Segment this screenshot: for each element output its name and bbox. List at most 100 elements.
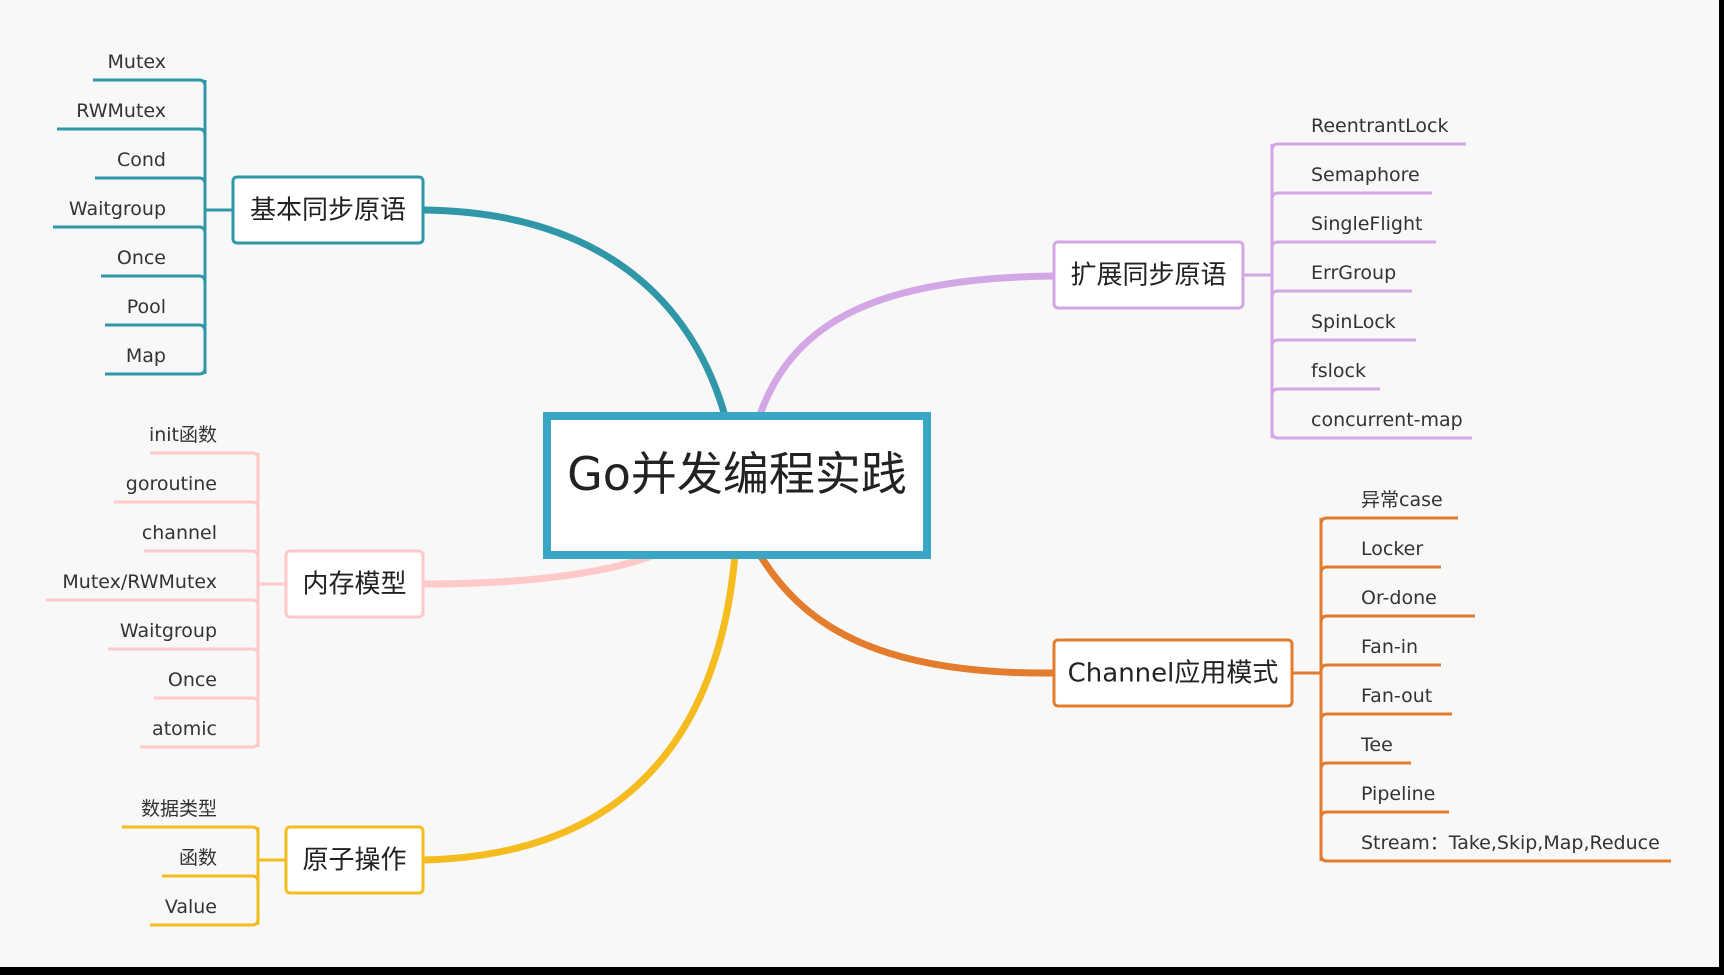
leaf-channel-0[interactable]: 异常case <box>1319 489 1458 525</box>
leaf-underline <box>57 127 207 136</box>
leaf-label: Once <box>117 247 166 269</box>
leaf-memory-3[interactable]: Mutex/RWMutex <box>46 571 260 607</box>
branch-connector-atomic <box>419 551 739 864</box>
leaf-label: ReentrantLock <box>1311 115 1449 137</box>
leaf-channel-3[interactable]: Fan-in <box>1319 636 1441 672</box>
topic-label-channel: Channel应用模式 <box>1068 659 1279 689</box>
leaf-atomic-1[interactable]: 函数 <box>162 847 260 883</box>
leaf-underline <box>122 825 260 834</box>
leaf-underline <box>101 274 207 283</box>
topic-label-basic: 基本同步原语 <box>250 196 406 226</box>
leaf-label: Waitgroup <box>69 198 166 220</box>
leaf-label: Map <box>126 345 166 367</box>
leaf-label: Or-done <box>1361 587 1437 609</box>
leaf-underline <box>93 78 207 87</box>
leaf-label: 数据类型 <box>141 798 217 820</box>
leaf-label: fslock <box>1311 360 1366 382</box>
leaf-extended-2[interactable]: SingleFlight <box>1270 213 1436 249</box>
leaf-label: Stream：Take,Skip,Map,Reduce <box>1361 832 1660 854</box>
leaf-label: channel <box>142 522 217 544</box>
leaf-memory-5[interactable]: Once <box>154 669 260 705</box>
leaf-basic-4[interactable]: Once <box>101 247 207 283</box>
leaf-label: Once <box>168 669 217 691</box>
leaf-basic-1[interactable]: RWMutex <box>57 100 207 136</box>
leaf-underline <box>1270 387 1380 396</box>
branch-connector-memory <box>419 551 659 588</box>
leaf-label: SpinLock <box>1311 311 1396 333</box>
branch-connector-extended <box>757 272 1058 416</box>
leaf-extended-4[interactable]: SpinLock <box>1270 311 1416 347</box>
leaf-channel-4[interactable]: Fan-out <box>1319 685 1452 721</box>
leaf-underline <box>1270 338 1416 347</box>
leaf-label: Pool <box>127 296 166 318</box>
right-edge-bar <box>1719 0 1724 975</box>
leaf-label: 函数 <box>179 847 217 869</box>
topic-box-extended[interactable] <box>1052 240 1245 310</box>
topic-box-atomic[interactable] <box>284 825 425 895</box>
leaf-label: Fan-out <box>1361 685 1432 707</box>
branch-basic: 基本同步原语 MutexRWMutexCondWaitgroupOncePoolM… <box>53 51 425 376</box>
leaf-underline <box>105 323 207 332</box>
leaf-basic-0[interactable]: Mutex <box>93 51 207 87</box>
leaf-label: Waitgroup <box>120 620 217 642</box>
branch-extended: 扩展同步原语 ReentrantLockSemaphoreSingleFlight… <box>1052 115 1472 440</box>
leaf-label: Value <box>165 896 217 918</box>
leaf-underline <box>46 598 260 607</box>
leaf-underline <box>1270 240 1436 249</box>
topic-box-memory[interactable] <box>284 549 425 619</box>
leaf-label: 异常case <box>1361 489 1443 511</box>
leaf-extended-1[interactable]: Semaphore <box>1270 164 1432 200</box>
leaf-underline <box>162 874 260 883</box>
leaf-channel-7[interactable]: Stream：Take,Skip,Map,Reduce <box>1319 832 1671 863</box>
leaf-atomic-0[interactable]: 数据类型 <box>122 798 260 834</box>
leaf-extended-0[interactable]: ReentrantLock <box>1270 115 1466 151</box>
leaf-basic-5[interactable]: Pool <box>105 296 207 332</box>
leaf-memory-0[interactable]: init函数 <box>149 424 260 460</box>
leaf-underline <box>1270 431 1472 440</box>
topic-box-channel[interactable] <box>1052 638 1294 708</box>
leaf-memory-6[interactable]: atomic <box>140 718 260 749</box>
leaf-memory-1[interactable]: goroutine <box>114 473 260 509</box>
leaf-underline <box>1319 810 1449 819</box>
leaf-extended-3[interactable]: ErrGroup <box>1270 262 1412 298</box>
leaf-underline <box>154 696 260 705</box>
leaf-basic-6[interactable]: Map <box>105 345 207 376</box>
central-topic-box[interactable] <box>543 412 931 559</box>
leaf-channel-6[interactable]: Pipeline <box>1319 783 1449 819</box>
leaf-underline <box>1270 289 1412 298</box>
leaf-underline <box>1319 663 1441 672</box>
leaf-channel-5[interactable]: Tee <box>1319 734 1411 770</box>
leaf-label: Mutex <box>108 51 166 73</box>
leaf-extended-5[interactable]: fslock <box>1270 360 1380 396</box>
leaf-extended-6[interactable]: concurrent-map <box>1270 409 1472 440</box>
topic-box-basic[interactable] <box>231 175 425 245</box>
topic-label-memory: 内存模型 <box>302 570 406 600</box>
leaf-underline <box>1319 761 1411 770</box>
leaf-underline <box>53 225 207 234</box>
leaf-label: init函数 <box>149 424 217 446</box>
leaf-label: ErrGroup <box>1311 262 1396 284</box>
leaf-label: RWMutex <box>76 100 166 122</box>
leaf-basic-2[interactable]: Cond <box>95 149 207 185</box>
leaf-underline <box>144 549 260 558</box>
leaf-label: concurrent-map <box>1311 409 1463 431</box>
leaf-atomic-2[interactable]: Value <box>150 896 260 927</box>
leaf-memory-4[interactable]: Waitgroup <box>108 620 260 656</box>
leaf-label: Pipeline <box>1361 783 1435 805</box>
branch-channel: Channel应用模式 异常caseLockerOr-doneFan-inFan-… <box>1052 489 1671 863</box>
leaf-label: goroutine <box>126 473 217 495</box>
leaf-channel-2[interactable]: Or-done <box>1319 587 1475 623</box>
leaf-label: Cond <box>117 149 166 171</box>
leaf-basic-3[interactable]: Waitgroup <box>53 198 207 234</box>
topic-label-extended: 扩展同步原语 <box>1070 261 1226 291</box>
leaf-label: Tee <box>1360 734 1393 756</box>
branch-memory: 内存模型 init函数 goroutine channelMutex/RWMutexW… <box>46 424 425 749</box>
branch-connector-basic <box>419 206 729 420</box>
leaf-memory-2[interactable]: channel <box>142 522 260 558</box>
leaf-label: Mutex/RWMutex <box>62 571 217 593</box>
leaf-label: Semaphore <box>1311 164 1420 186</box>
leaf-label: atomic <box>152 718 217 740</box>
leaf-channel-1[interactable]: Locker <box>1319 538 1441 574</box>
